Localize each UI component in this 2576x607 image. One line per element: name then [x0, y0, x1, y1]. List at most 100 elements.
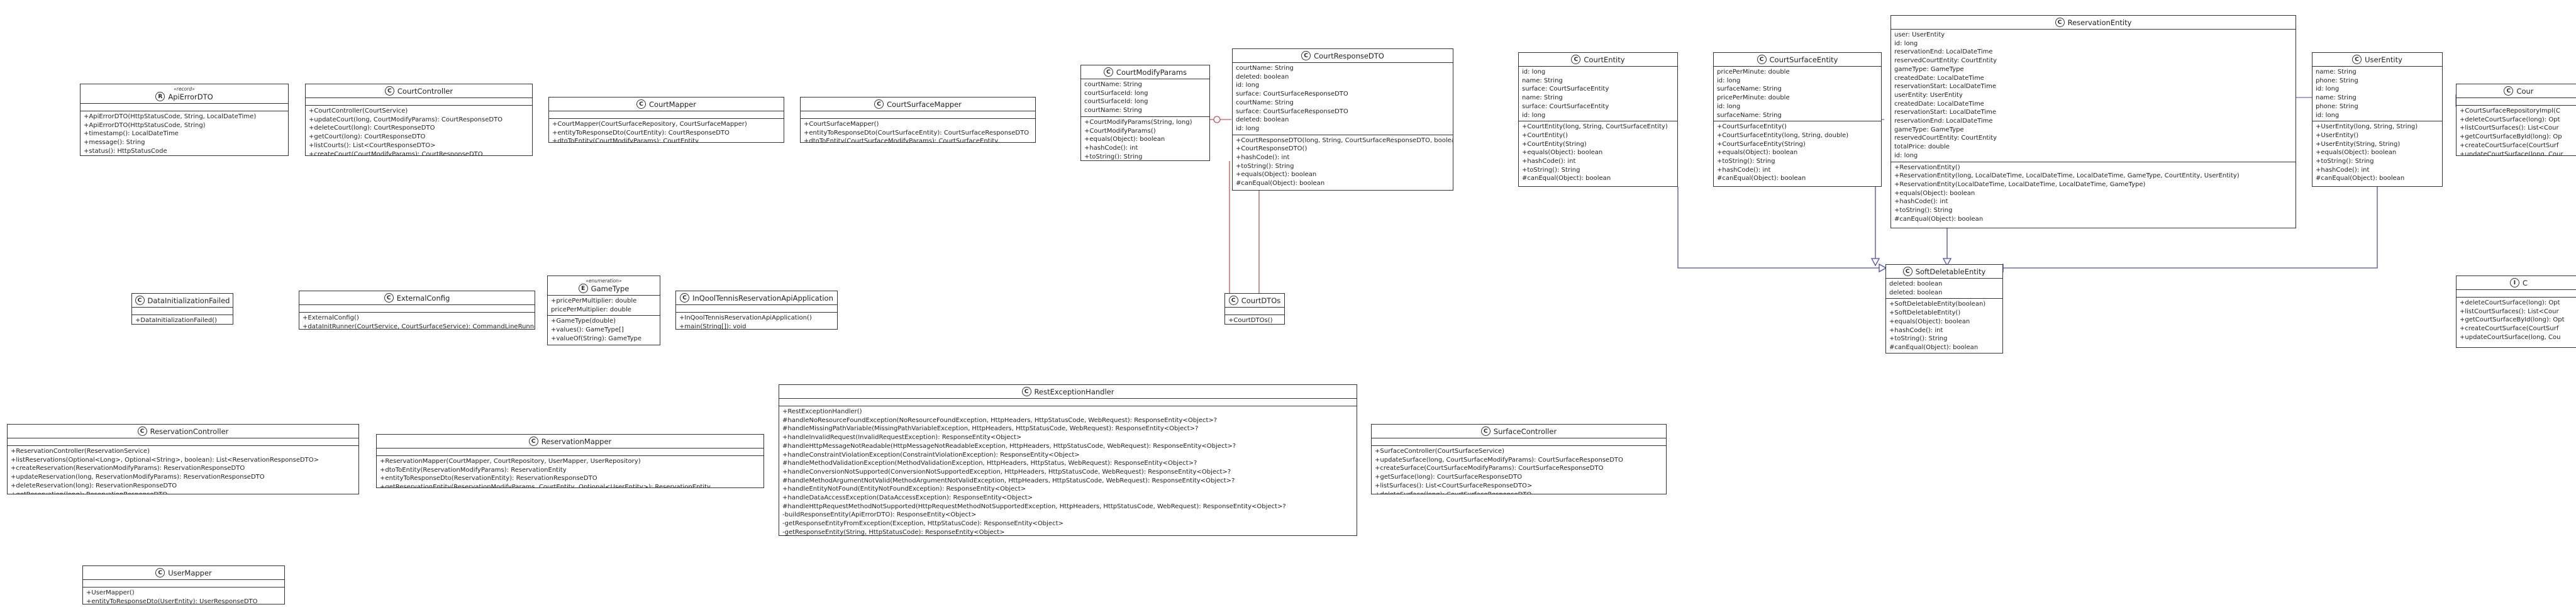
method-item: +toString(): String	[1236, 162, 1294, 170]
class-methods: +SurfaceController(CourtSurfaceService)+…	[1372, 446, 1666, 494]
method-item: +CourtSurfaceMapper()	[804, 121, 879, 128]
method-item: +listCourts(): List<CourtResponseDTO>	[309, 142, 436, 149]
class-fields	[80, 104, 288, 111]
class-fields	[83, 580, 284, 588]
class-name: ReservationController	[150, 426, 229, 436]
class-name: ExternalConfig	[396, 293, 450, 303]
method-item: +CourtResponseDTO(long, String, CourtSur…	[1236, 136, 1453, 144]
method-item: +handleDataAccessException(DataAccessExc…	[782, 494, 1033, 502]
field-item: phone: String	[2316, 103, 2358, 110]
inheritance-arrowhead	[1870, 258, 1880, 267]
field-item: id: long	[1717, 77, 1741, 84]
class-methods: +ReservationMapper(CourtMapper, CourtRep…	[377, 456, 763, 488]
class-type-icon: C	[528, 437, 538, 446]
method-item: +hashCode(): int	[1522, 158, 1576, 165]
method-item: +equals(Object): boolean	[2316, 149, 2397, 157]
class-type-icon: C	[135, 296, 145, 305]
class-type-icon: C	[384, 293, 394, 303]
class-stereotype: «record»	[174, 86, 195, 92]
method-item: +hashCode(): int	[1236, 154, 1290, 162]
inheritance-line-user-entity	[2003, 187, 2378, 269]
class-name: CourtController	[397, 86, 453, 96]
class-type-icon: E	[578, 284, 588, 293]
method-item: #handleHttpMessageNotReadable(HttpMessag…	[782, 442, 1236, 450]
method-item: +message(): String	[84, 139, 145, 147]
method-item: +SoftDeletableEntity()	[1889, 309, 1961, 317]
class-methods: +CourtController(CourtService)+updateCou…	[306, 106, 532, 155]
class-name: CourtDTOs	[1241, 296, 1281, 305]
field-item: phone: String	[2316, 77, 2358, 84]
class-fields	[676, 305, 837, 313]
class-methods: +CourtSurfaceMapper()+entityToResponseDt…	[801, 119, 1035, 142]
class-fields	[2457, 98, 2576, 106]
method-item: +hashCode(): int	[2316, 166, 2370, 174]
inheritance-line-court-entity	[1677, 187, 1879, 269]
field-item: id: long	[1894, 152, 1918, 159]
class-name: CourtEntity	[1584, 55, 1625, 64]
class-fields	[132, 308, 233, 315]
class-type-icon: C	[1021, 387, 1031, 396]
class-fields	[549, 111, 784, 119]
class-name: C	[2522, 278, 2528, 287]
method-item: +deleteReservation(long): ReservationRes…	[11, 482, 177, 489]
class-methods: +UserMapper()+entityToResponseDto(UserEn…	[83, 588, 284, 604]
class-methods: +CourtEntity(long, String, CourtSurfaceE…	[1519, 121, 1677, 184]
method-item: +CourtEntity(long, String, CourtSurfaceE…	[1522, 123, 1668, 131]
class-name: CourtResponseDTO	[1314, 51, 1384, 60]
class-name: UserMapper	[168, 568, 212, 577]
method-item: +handleInvalidRequest(InvalidRequestExce…	[782, 434, 1022, 442]
method-item: +DataInitializationFailed()	[135, 317, 218, 324]
method-item: +CourtEntity()	[1522, 131, 1568, 139]
field-item: reservedCourtEntity: CourtEntity	[1894, 57, 1997, 65]
method-item: +deleteSurface(long): CourtSurfaceRespon…	[1375, 491, 1663, 494]
class-methods: +CourtSurfaceEntity()+CourtSurfaceEntity…	[1714, 121, 1881, 184]
method-item: -buildResponseEntity(ApiErrorDTO): Respo…	[782, 511, 977, 519]
method-item: +CourtSurfaceRepositoryImpl(C	[2460, 108, 2560, 114]
method-item: +ReservationEntity(long, LocalDateTime, …	[1894, 172, 2240, 180]
inheritance-arrowhead	[1942, 258, 1952, 267]
method-item: +getReservationEntity(ReservationModifyP…	[380, 484, 711, 488]
method-item: +listReservations(Optional<Long>, Option…	[11, 456, 319, 464]
method-item: #canEqual(Object): boolean	[1522, 175, 1611, 182]
method-item: +hashCode(): int	[1889, 326, 1943, 334]
field-item: userEntity: UserEntity	[1894, 91, 1963, 99]
method-item: +handleEntityNotFound(EntityNotFoundExce…	[782, 486, 1026, 493]
field-item: surface: CourtSurfaceResponseDTO	[1236, 108, 1348, 115]
method-item: #handleMethodValidationException(MethodV…	[782, 460, 1197, 467]
